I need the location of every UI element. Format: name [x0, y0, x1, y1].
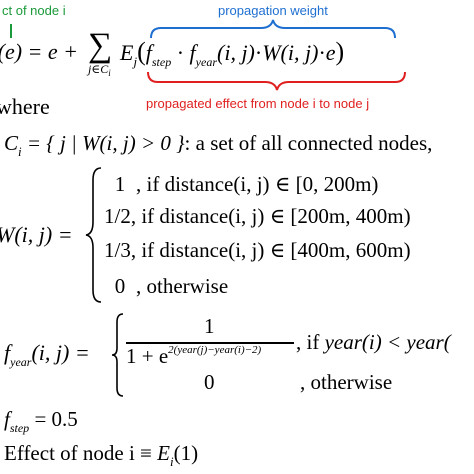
w-definition-lhs: W(i, j) =: [0, 222, 73, 247]
effect-definition: Effect of node i ≡ Ei(1): [4, 441, 199, 469]
propagation-weight-brace: [150, 19, 396, 39]
w-case-3: 1/3, if distance(i, j) ∈ [400m, 600m): [104, 238, 411, 262]
sum-symbol: ∑: [88, 27, 113, 64]
fyear-condition-1: , if year(i) < year(: [296, 330, 451, 354]
fyear-numerator: 1: [204, 314, 215, 338]
propagated-effect-brace: [147, 71, 406, 91]
propagation-weight-annotation: propagation weight: [218, 3, 328, 18]
fyear-zero: 0: [204, 370, 215, 394]
propagated-effect-annotation: propagated effect from node i to node j: [146, 96, 370, 111]
where-label: where: [0, 94, 50, 119]
effect-of-node-annotation: ct of node i: [2, 3, 66, 18]
fyear-cases-brace: [111, 313, 124, 397]
fyear-fraction-bar: [126, 342, 294, 344]
rhs-eq: = e +: [27, 39, 79, 64]
fyear-denominator: 1 + e2(year(j)−year(i)−2): [126, 344, 262, 368]
effect-pointer-line: [10, 24, 12, 38]
main-equation: i(e) = e +: [0, 38, 78, 75]
fyear-condition-2: , otherwise: [300, 370, 393, 394]
fyear-lhs: fyear(i, j) =: [4, 340, 90, 369]
summand: Ej(fstep · fyear(i, j)·W(i, j)·e): [120, 37, 345, 70]
w-case-4: 0, otherwise: [114, 274, 229, 298]
sum-subscript: j∈Ci: [88, 62, 111, 78]
ci-definition: Ci = { j | W(i, j) > 0 }: a set of all c…: [4, 131, 433, 159]
w-case-2: 1/2, if distance(i, j) ∈ [200m, 400m): [104, 204, 411, 228]
fstep-definition: fstep = 0.5: [4, 407, 78, 435]
lhs-arg: (e): [0, 39, 23, 64]
w-cases-brace: [85, 167, 102, 303]
w-case-1: 1, if distance(i, j) ∈ [0, 200m): [114, 172, 379, 196]
